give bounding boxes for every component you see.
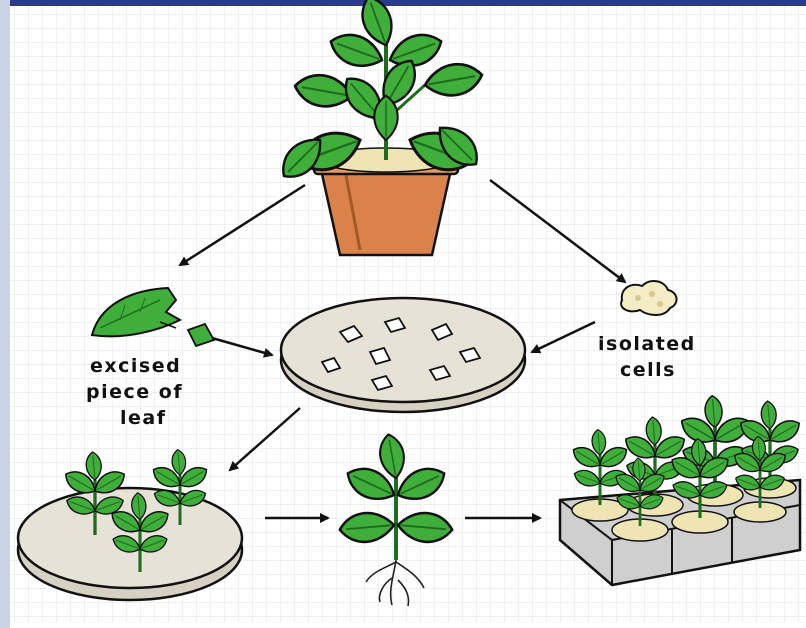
pot: [320, 165, 452, 255]
petri-dish-culture: [281, 298, 525, 412]
excised-label-line3: leaf: [120, 407, 167, 429]
isolated-label-line2: cells: [620, 359, 676, 381]
top-border: [0, 0, 806, 6]
excised-label-line2: piece of: [86, 381, 183, 403]
isolated-label-line1: isolated: [598, 333, 696, 355]
left-border: [0, 0, 10, 628]
excised-label-line1: excised: [90, 355, 181, 377]
